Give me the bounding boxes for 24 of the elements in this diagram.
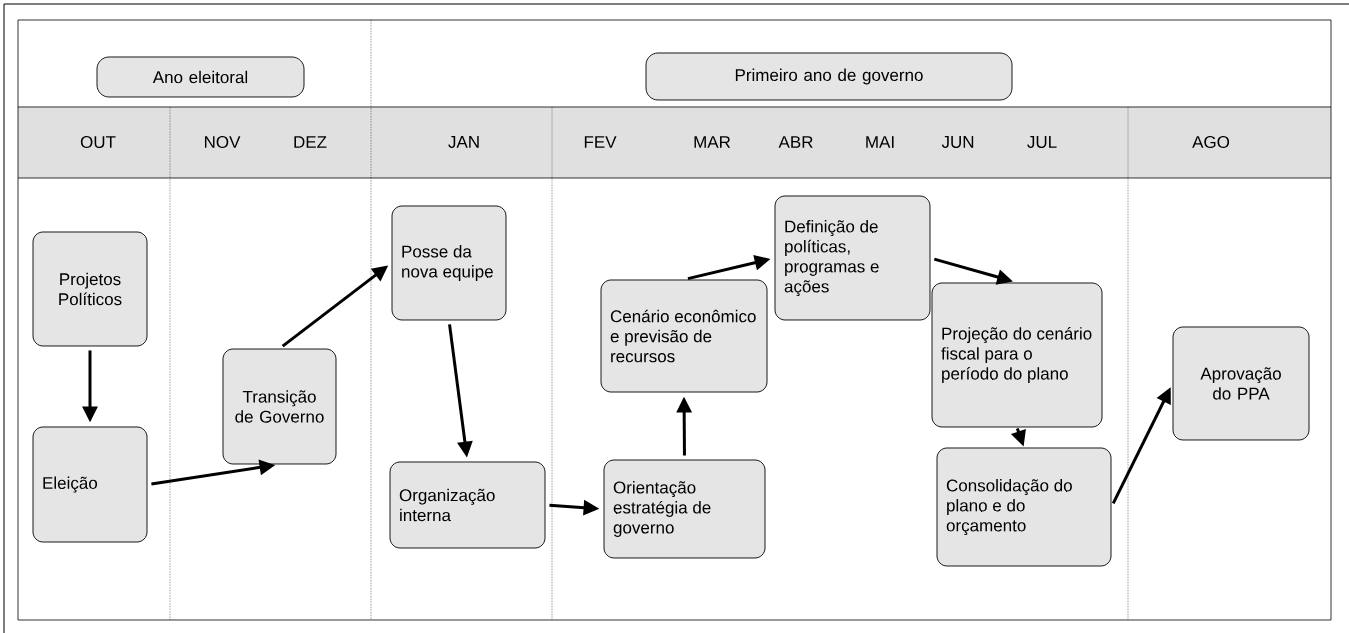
- header-pill: Ano eleitoral: [96, 56, 305, 98]
- month-label: FEV: [584, 136, 617, 148]
- process-box: Definição de políticas, programas e ações: [774, 195, 931, 321]
- process-box: Organização interna: [389, 461, 546, 549]
- month-label: AGO: [1192, 136, 1230, 148]
- process-box: Cenário econômico e previsão de recursos: [600, 279, 768, 393]
- process-box: Projetos Políticos: [32, 231, 148, 347]
- process-box: Transição de Governo: [222, 348, 337, 465]
- process-box: Posse da nova equipe: [391, 205, 507, 321]
- process-box: Aprovação do PPA: [1172, 326, 1310, 441]
- month-label: MAI: [866, 136, 894, 148]
- process-box: Consolidação do plano e do orçamento: [936, 447, 1112, 567]
- month-label: JUN: [941, 136, 974, 148]
- month-label: DEZ: [294, 136, 327, 148]
- process-box: Orientação estratégia de governo: [603, 459, 766, 559]
- header-pill: Primeiro ano de governo: [645, 52, 1013, 101]
- month-label: JAN: [448, 136, 479, 148]
- process-box: Projeção do cenário fiscal para o período do plano: [931, 282, 1103, 428]
- month-label: ABR: [778, 136, 813, 148]
- month-label: NOV: [205, 136, 241, 148]
- month-label: MAR: [694, 136, 731, 148]
- process-box: Eleição: [32, 426, 148, 543]
- month-label: JUL: [1027, 136, 1057, 148]
- month-label: OUT: [80, 136, 116, 148]
